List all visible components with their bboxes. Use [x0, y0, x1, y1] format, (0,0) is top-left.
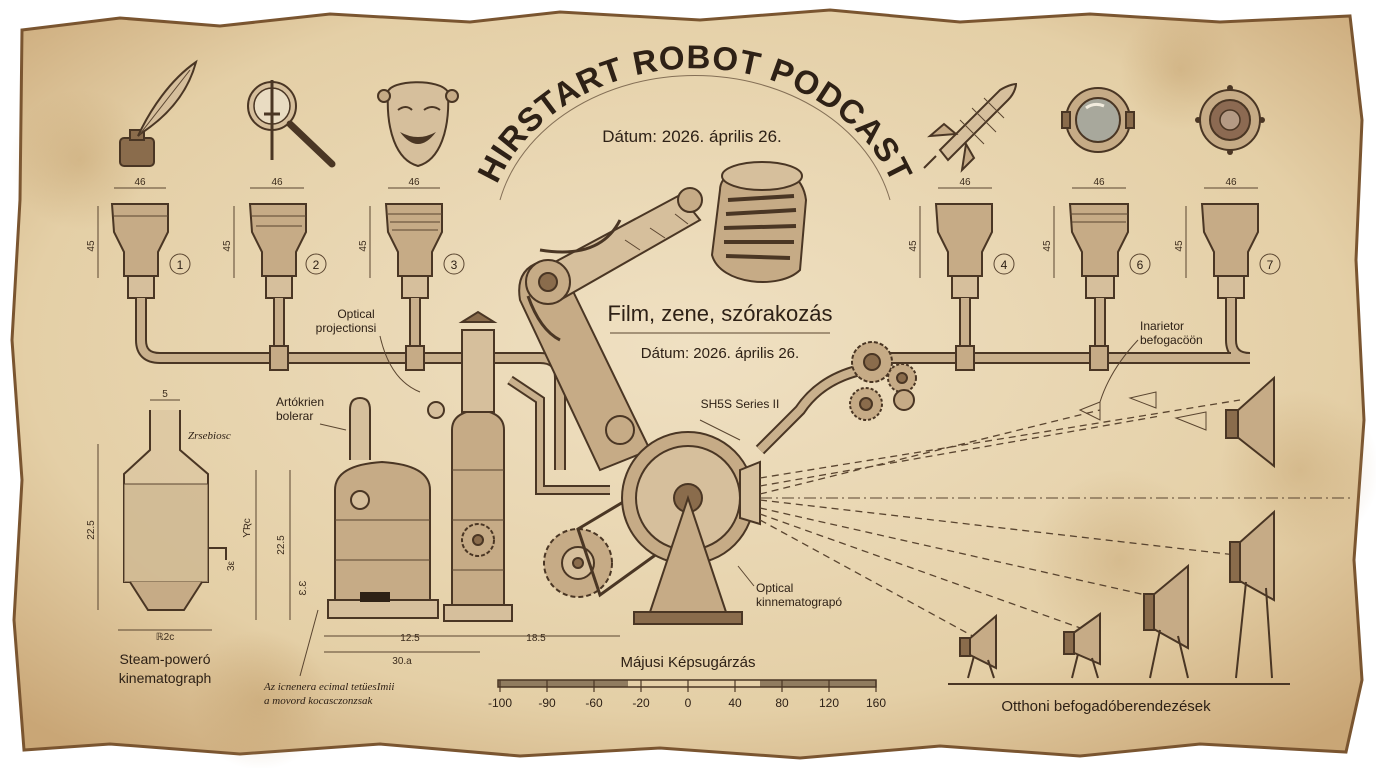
svg-text:ϒ̄Ʀc: ϒ̄Ʀc — [242, 518, 253, 537]
scale-tick-label: -100 — [488, 696, 512, 710]
svg-text:1: 1 — [177, 258, 184, 272]
speaker-2-icon — [1063, 612, 1101, 679]
svg-text:22.5: 22.5 — [276, 535, 287, 555]
svg-text:46: 46 — [1093, 177, 1105, 188]
microphone-icon — [710, 161, 808, 283]
svg-text:46: 46 — [271, 177, 283, 188]
optical-kine-line2: kinnematograpó — [756, 595, 842, 609]
boiler-tall — [427, 310, 513, 622]
steam-label-line1: Steam-poweró — [119, 651, 210, 667]
pipe-network — [135, 298, 1251, 495]
svg-text:12.5: 12.5 — [400, 633, 420, 644]
funnel-7: 46 45 7 — [1174, 177, 1281, 299]
steam-label-line2: kinematograph — [119, 670, 212, 686]
center-title: Film, zene, szórakozás — [608, 301, 833, 326]
svg-text:3: 3 — [451, 258, 458, 272]
speaker-4-icon — [1229, 509, 1275, 679]
otthoni-label: Otthoni befogadóberendezések — [1001, 698, 1211, 715]
svg-text:2: 2 — [313, 258, 320, 272]
svg-text:ℝ2c: ℝ2c — [156, 632, 174, 643]
funnel-2: 46 45 2 — [222, 177, 327, 299]
zsebiosc-label: Zrsebiosc — [188, 430, 231, 442]
gear-cluster-icon — [849, 341, 917, 421]
dagger-magnifier-icon — [247, 80, 336, 168]
boiler-dimensions: ϒ̄Ʀc 22.5 Ɛ.Ɛ 12.5 18.5 30.a — [242, 470, 620, 667]
quill-inkwell-icon — [119, 59, 198, 167]
scale-ticks: -100 -90 -60 -20 0 40 80 120 160 — [488, 680, 886, 710]
speaker-1-icon — [959, 613, 997, 679]
note-line1: Az icnenera ecimal tetüesImii — [263, 681, 394, 693]
artokrien-line2: bolerar — [276, 409, 313, 423]
svg-text:46: 46 — [959, 177, 971, 188]
note-line2: a movord kocasczonzsak — [264, 695, 373, 707]
inarietor-line2: befogacöön — [1140, 333, 1203, 347]
svg-text:45: 45 — [358, 240, 369, 252]
scale-tick-label: 0 — [685, 696, 692, 710]
svg-text:30.a: 30.a — [392, 656, 412, 667]
svg-text:45: 45 — [908, 240, 919, 252]
svg-text:6: 6 — [1137, 258, 1144, 272]
date-top: Dátum: 2026. április 26. — [602, 127, 782, 146]
inarietor-line1: Inarietor — [1140, 319, 1184, 333]
projector-cone-icon — [1078, 375, 1275, 469]
scale-tick-label: 120 — [819, 696, 839, 710]
lens-icon — [1061, 87, 1135, 153]
porthole-lens-icon — [1195, 85, 1265, 155]
svg-text:3ε: 3ε — [226, 560, 237, 571]
funnel-3: 46 45 3 — [358, 177, 465, 299]
theater-mask-icon — [377, 81, 459, 168]
date-center: Dátum: 2026. április 26. — [641, 345, 799, 362]
svg-text:7: 7 — [1267, 258, 1274, 272]
svg-text:22.5: 22.5 — [86, 520, 97, 540]
majusi-label: Májusi Képsugárzás — [620, 654, 755, 671]
svg-text:Ɛ.Ɛ: Ɛ.Ɛ — [298, 581, 309, 596]
funnel-6: 46 45 6 — [1042, 177, 1151, 299]
series-label: SH5S Series II — [701, 397, 780, 411]
scale-tick-label: 80 — [775, 696, 789, 710]
scale-tick-label: 160 — [866, 696, 886, 710]
svg-text:45: 45 — [86, 240, 97, 252]
projection-rays — [759, 399, 1350, 641]
svg-text:46: 46 — [1225, 177, 1237, 188]
svg-text:5: 5 — [162, 389, 168, 400]
optical-kine-line1: Optical — [756, 581, 793, 595]
funnel-1: 46 45 1 — [86, 177, 191, 299]
funnel-4: 46 45 4 — [908, 177, 1015, 299]
svg-text:4: 4 — [1001, 258, 1008, 272]
svg-text:45: 45 — [1174, 240, 1185, 252]
svg-text:46: 46 — [408, 177, 420, 188]
rocket-icon — [923, 82, 1018, 173]
scale-tick-label: -60 — [585, 696, 603, 710]
svg-text:45: 45 — [1042, 240, 1053, 252]
projector-drum — [621, 431, 761, 625]
boiler-large — [327, 396, 439, 619]
speaker-3-icon — [1143, 563, 1189, 679]
optical-projection-line1: Optical — [337, 307, 374, 321]
svg-text:18.5: 18.5 — [526, 633, 546, 644]
svg-text:45: 45 — [222, 240, 233, 252]
svg-text:46: 46 — [134, 177, 146, 188]
scale-tick-label: 40 — [728, 696, 742, 710]
artokrien-line1: Artókrien — [276, 395, 324, 409]
optical-projection-line2: projectionsi — [316, 321, 377, 335]
robot-arm — [518, 187, 703, 472]
scale-tick-label: -90 — [538, 696, 556, 710]
scale-tick-label: -20 — [632, 696, 650, 710]
steam-tank: 5 22.5 3ε ℝ2c — [86, 389, 237, 643]
